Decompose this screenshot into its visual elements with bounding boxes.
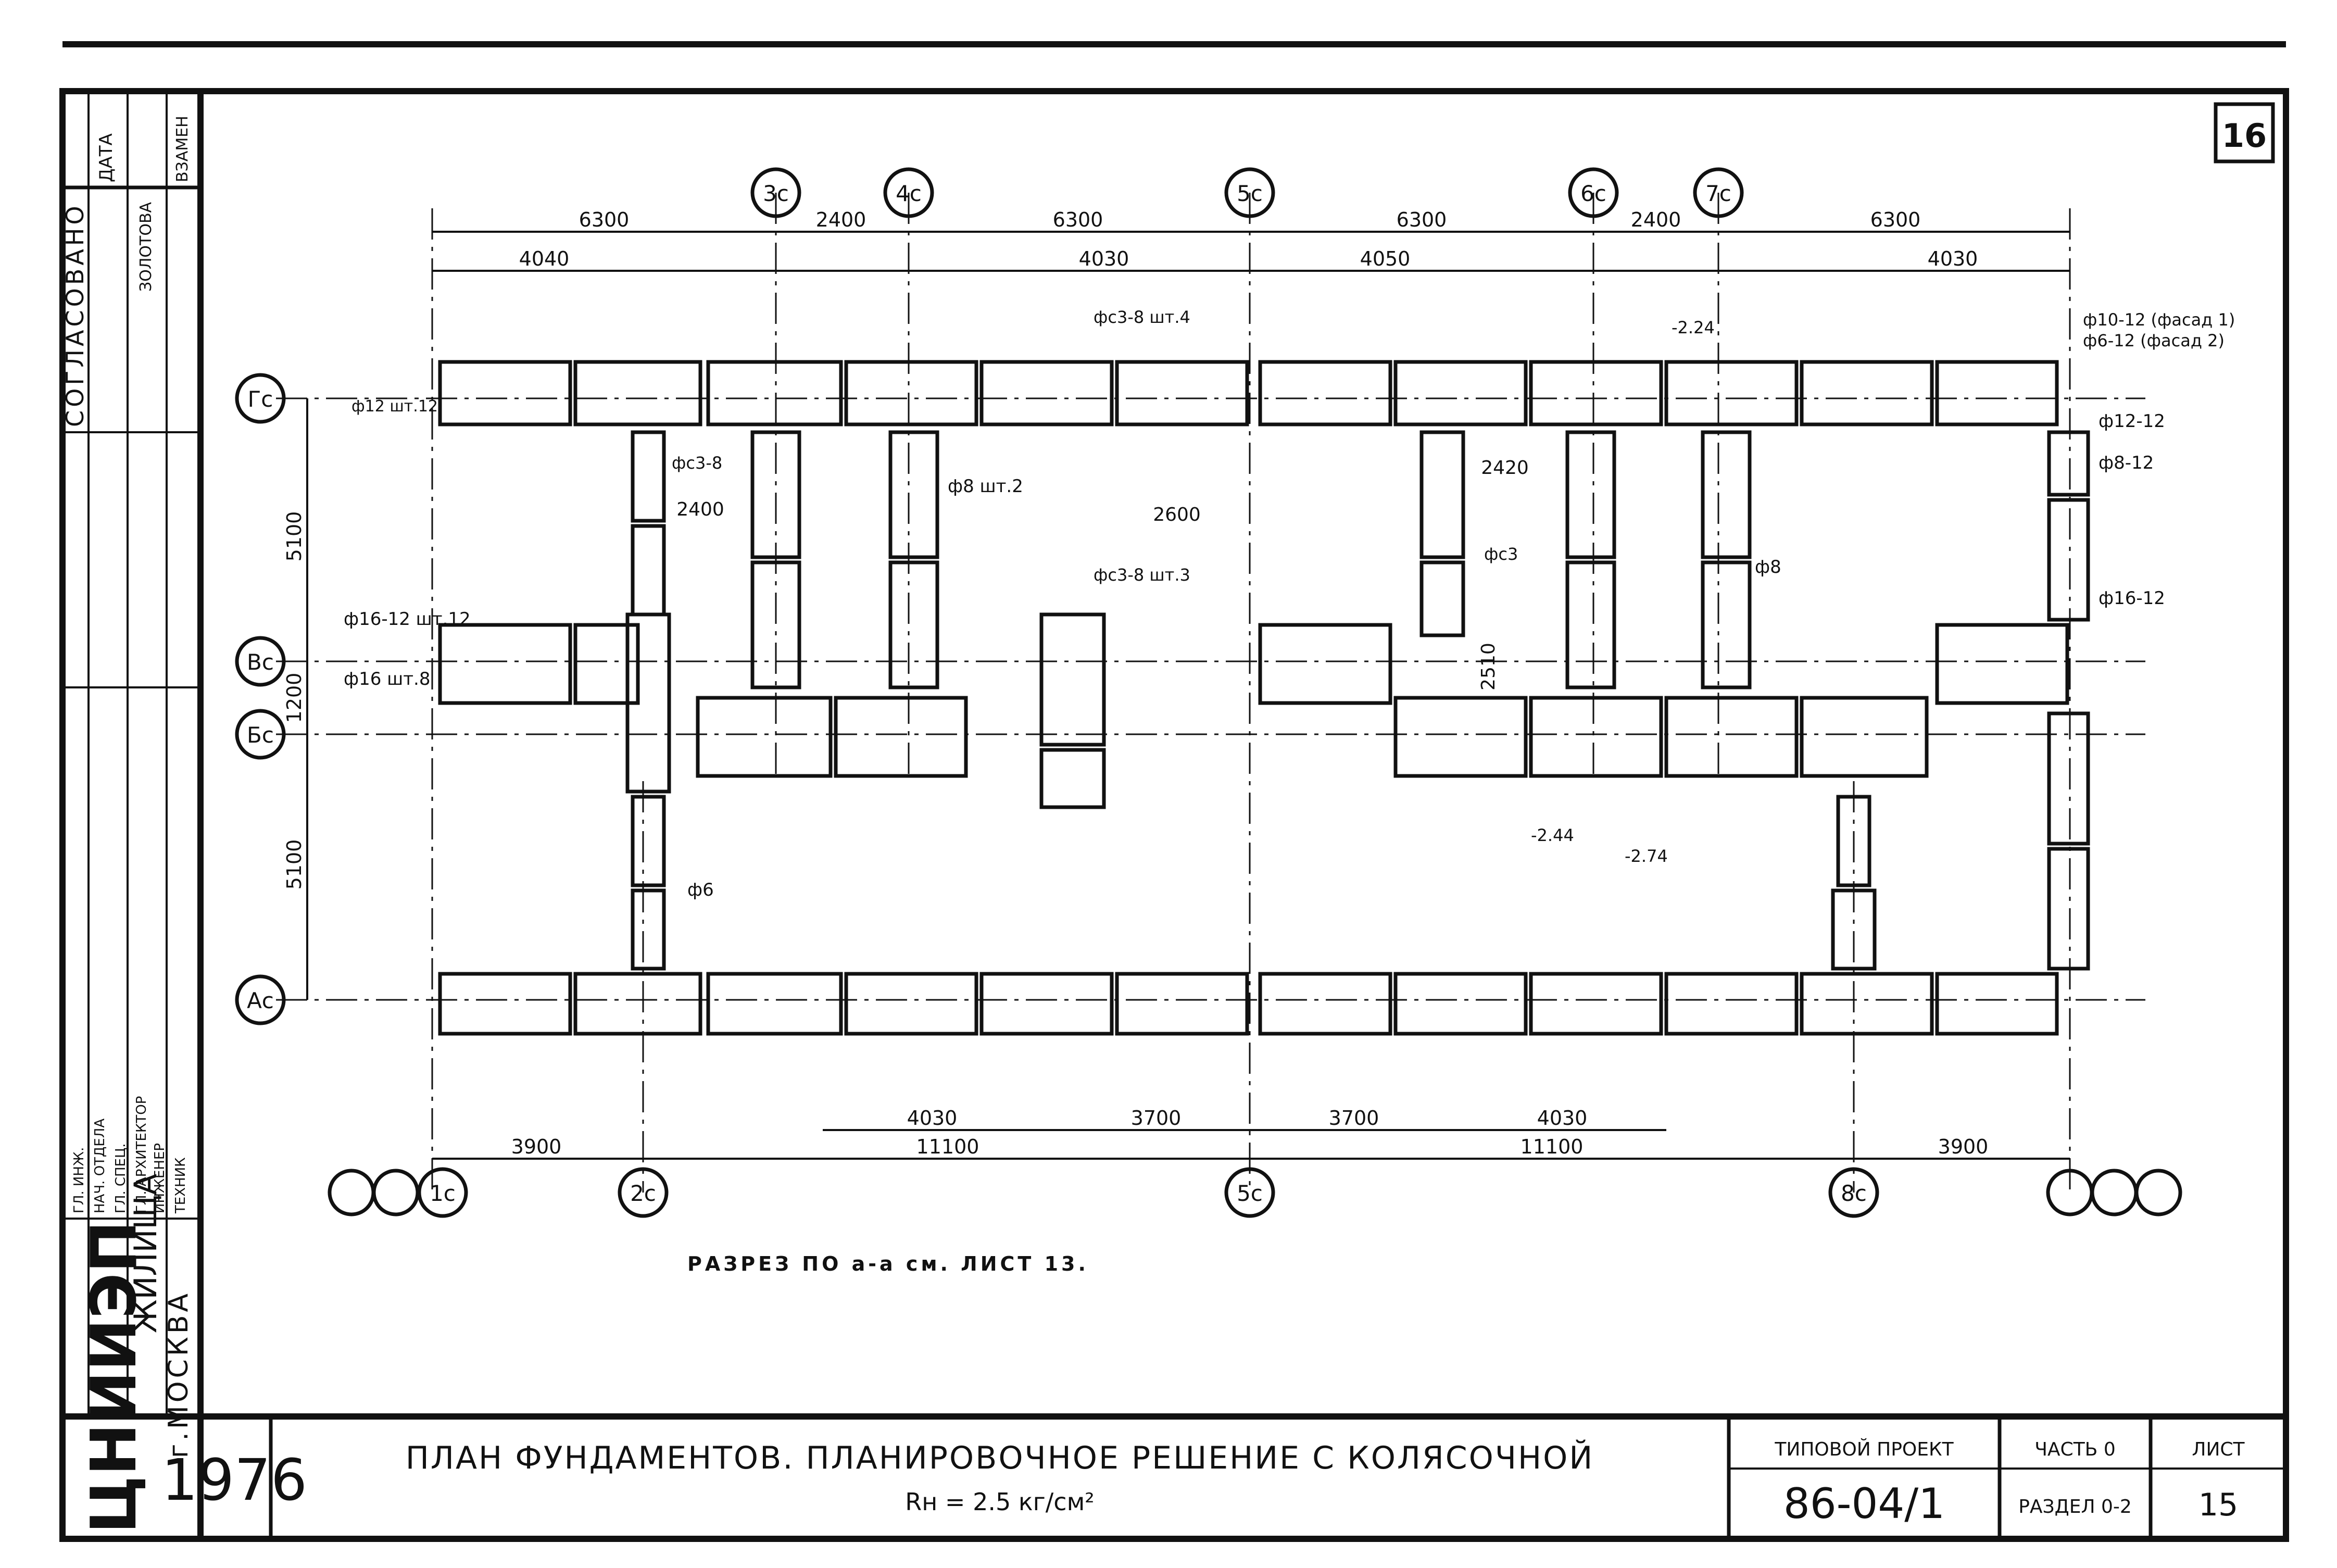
org-logo: ЦНИИЭП — [78, 1221, 150, 1534]
dim-bot2-2: 11100 — [916, 1135, 979, 1158]
sheet-label: ЛИСТ — [2192, 1439, 2245, 1460]
inner-dimensions: 2400 2600 2420 2510 — [676, 457, 1529, 691]
stamp-agreed: СОГЛАСОВАНО — [61, 203, 89, 427]
sheet-no: 15 — [2198, 1487, 2238, 1523]
dim-top-1: 6300 — [579, 208, 630, 231]
axis-Gc: Гс — [248, 386, 273, 412]
mark-3: -2.24 — [1672, 318, 1715, 337]
stamp-sig-3: ГЛ. СПЕЦ. — [113, 1143, 129, 1213]
axis-4c: 4с — [896, 181, 922, 206]
section-label: РАЗДЕЛ 0-2 — [2018, 1496, 2132, 1517]
dim-top-3: 6300 — [1053, 208, 1103, 231]
stamp-sig-4: ГЛ. АРХИТЕКТОР — [134, 1096, 149, 1213]
dim-top2-1: 4040 — [519, 247, 570, 270]
foundation-blocks — [438, 360, 2090, 1036]
dim-bot2-1: 3900 — [511, 1135, 562, 1158]
left-axis-bubbles: Гс Вс Бс Ас — [235, 373, 286, 1025]
sheet-number-top: 16 — [2222, 117, 2267, 155]
dim-left-2: 1200 — [283, 673, 306, 723]
dim-top-2: 2400 — [816, 208, 866, 231]
dim-top-4: 6300 — [1397, 208, 1447, 231]
rebar-label-4: ф16-12 шт.12 — [344, 609, 471, 630]
dim-left-3: 5100 — [283, 839, 306, 890]
dim-inner-1: 2400 — [676, 499, 724, 520]
rebar-label-15: ф8 — [1755, 557, 1781, 578]
elevation-marks: -2.44 -2.74 -2.24 — [1531, 318, 1715, 866]
axis-6c: 6с — [1580, 181, 1606, 206]
rebar-label-3: ф12 шт.12 — [351, 397, 438, 416]
dim-top-5: 2400 — [1631, 208, 1681, 231]
title-block: 1976 ПЛАН ФУНДАМЕНТОВ. ПЛАНИРОВОЧНОЕ РЕШ… — [161, 1416, 2286, 1539]
rebar-label-5: ф16 шт.8 — [344, 669, 431, 689]
stamp-sig-1: ГЛ. ИНЖ. — [71, 1147, 87, 1213]
axis-5c-top: 5с — [1237, 181, 1263, 206]
rebar-annotations: ф10-12 (фасад 1) ф6-12 (фасад 2) ф12 шт.… — [344, 307, 2235, 900]
axis-2c: 2с — [630, 1181, 656, 1206]
stamp-sig-6: ТЕХНИК — [173, 1157, 189, 1214]
title-year: 1976 — [161, 1447, 307, 1513]
dim-bot-4: 4030 — [1537, 1107, 1588, 1130]
rebar-label-7: ф8-12 — [2099, 453, 2154, 473]
sheet-number-box: 16 — [2214, 102, 2275, 164]
title-sub: Rн = 2.5 кг/см² — [905, 1488, 1095, 1516]
axis-1c: 1с — [430, 1181, 456, 1206]
rebar-label-1: ф10-12 (фасад 1) — [2083, 310, 2235, 330]
bottom-dimensions: 4030 3700 3700 4030 3900 11100 11100 390… — [432, 1107, 2070, 1160]
rebar-label-12: фс3-8 шт.3 — [1094, 565, 1190, 585]
mark-1: -2.44 — [1531, 825, 1574, 845]
org-name: ЖИЛИЩА — [128, 1174, 164, 1333]
project-label: ТИПОВОЙ ПРОЕКТ — [1774, 1438, 1954, 1460]
rebar-label-11: фс3-8 шт.4 — [1094, 307, 1190, 327]
left-stamp: СОГЛАСОВАНО ДАТА ЗОЛОТОВА ВЗАМЕН ГЛ. ИНЖ… — [61, 91, 200, 1534]
dim-bot-2: 3700 — [1131, 1107, 1182, 1130]
project-code: 86-04/1 — [1783, 1479, 1945, 1528]
axis-grid — [276, 193, 2145, 1193]
org-city: г.МОСКВА — [163, 1290, 194, 1458]
dim-inner-3: 2420 — [1481, 457, 1529, 479]
sheet-frame — [59, 41, 2289, 1542]
dim-inner-4: 2510 — [1478, 643, 1499, 691]
stamp-sig-5: ИНЖЕНЕР — [152, 1143, 168, 1213]
stamp-vz: ВЗАМЕН — [173, 116, 192, 182]
axis-5c-bottom: 5с — [1237, 1181, 1263, 1206]
dim-bot-3: 3700 — [1329, 1107, 1379, 1130]
dim-inner-2: 2600 — [1153, 504, 1201, 525]
dim-bot2-3: 11100 — [1521, 1135, 1584, 1158]
axis-Vc: Вс — [247, 649, 274, 675]
rebar-label-8: ф16-12 — [2099, 588, 2165, 609]
dim-bot2-4: 3900 — [1938, 1135, 1989, 1158]
dim-top2-4: 4030 — [1928, 247, 1978, 270]
stamp-date: ДАТА — [96, 133, 117, 182]
top-axis-bubbles: 3с 4с 5с 6с 7с — [750, 167, 1744, 218]
part-label: ЧАСТЬ 0 — [2034, 1439, 2115, 1460]
axis-7c: 7с — [1705, 181, 1731, 206]
dim-top2-2: 4030 — [1079, 247, 1129, 270]
stamp-sig-2: НАЧ. ОТДЕЛА — [92, 1119, 108, 1213]
top-dimensions: 6300 2400 6300 6300 2400 6300 4040 4030 … — [432, 208, 2070, 272]
dim-top2-3: 4050 — [1360, 247, 1411, 270]
stamp-inv: ЗОЛОТОВА — [137, 202, 155, 292]
title-main: ПЛАН ФУНДАМЕНТОВ. ПЛАНИРОВОЧНОЕ РЕШЕНИЕ … — [406, 1439, 1594, 1476]
dim-bot-1: 4030 — [907, 1107, 958, 1130]
axis-3c: 3с — [763, 181, 789, 206]
axis-Bc: Бс — [247, 722, 274, 748]
dim-top-6: 6300 — [1870, 208, 1921, 231]
dim-left-1: 5100 — [283, 511, 306, 562]
rebar-label-2: ф6-12 (фасад 2) — [2083, 331, 2225, 350]
axis-Ac: Ас — [247, 988, 274, 1013]
section-note: РАЗРЕЗ ПО а-а см. ЛИСТ 13. — [687, 1252, 1089, 1275]
rebar-label-14: ф6 — [687, 880, 714, 900]
rebar-label-10: фс3-8 — [672, 453, 722, 473]
mark-2: -2.74 — [1625, 846, 1668, 866]
rebar-label-9: ф8 шт.2 — [948, 476, 1023, 497]
left-dimensions: 5100 1200 5100 — [283, 398, 308, 1000]
axis-8c: 8с — [1841, 1181, 1867, 1206]
rebar-label-6: ф12-12 — [2099, 411, 2165, 432]
bottom-axis-bubbles: 1с 2с 5с 8с — [328, 1167, 2182, 1218]
rebar-label-13: фс3 — [1484, 544, 1518, 564]
